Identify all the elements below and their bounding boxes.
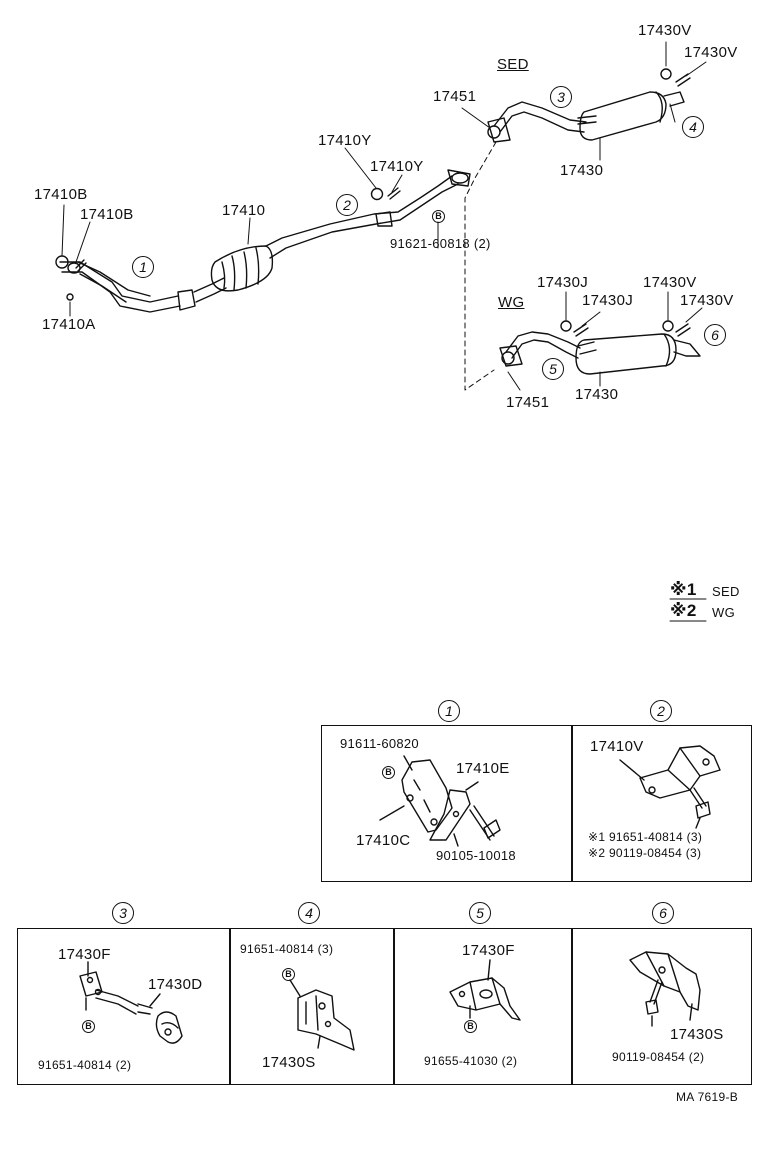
b-mark-icon: B (282, 968, 295, 981)
leader-lines (62, 42, 706, 390)
figure-code: MA 7619-B (676, 1090, 739, 1104)
detail-panel-divider (571, 928, 573, 1085)
part-label-90119-08454: ※2 90119-08454 (3) (588, 846, 702, 860)
part-label-17410: 17410 (222, 202, 266, 219)
wg-tailpipe-drawing (500, 321, 700, 374)
ref-circle-1: 1 (132, 256, 154, 278)
gasket-17410Y-shape (372, 189, 383, 200)
part-label-17410Y: 17410Y (370, 158, 424, 175)
part-label-17430: 17430 (560, 162, 604, 179)
part-label-17430S: 17430S (670, 1026, 724, 1043)
detail-4-drawing (290, 980, 354, 1050)
legend-note-2: ※2 (670, 601, 697, 620)
part-label-17430V: 17430V (680, 292, 734, 309)
legend-text-sed: SED (712, 584, 740, 599)
detail-6-drawing (630, 952, 700, 1026)
dashed-alignment-line (465, 142, 496, 390)
part-label-17410B: 17410B (80, 206, 134, 223)
b-mark-icon: B (82, 1020, 95, 1033)
variant-wg-label: WG (498, 294, 525, 311)
legend-note-1: ※1 (670, 580, 697, 599)
b-mark-icon: B (432, 210, 445, 223)
detail-1-drawing (380, 756, 500, 846)
part-label-90105-10018: 90105-10018 (436, 848, 516, 863)
part-label-17410B: 17410B (34, 186, 88, 203)
ref-circle-5: 5 (542, 358, 564, 380)
part-label-17430J: 17430J (582, 292, 634, 309)
part-label-17430J: 17430J (537, 274, 589, 291)
b-mark-icon: B (464, 1020, 477, 1033)
nut-17410B-shape (76, 260, 86, 271)
part-label-17410Y: 17410Y (318, 132, 372, 149)
ref-circle-6: 6 (704, 324, 726, 346)
part-label-17430V: 17430V (684, 44, 738, 61)
center-pipe-drawing (194, 170, 470, 302)
front-pipe-drawing (56, 256, 195, 312)
part-label-91655-41030: 91655-41030 (2) (424, 1054, 518, 1068)
detail-1-number: 1 (438, 700, 460, 722)
detail-panel-upper (321, 725, 752, 882)
legend-text-wg: WG (712, 605, 735, 620)
part-label-91651-40814: 91651-40814 (2) (38, 1058, 132, 1072)
part-label-91621-60818: 91621-60818 (2) (390, 236, 491, 251)
detail-2-drawing (620, 746, 720, 828)
sed-tailpipe-drawing (488, 69, 690, 142)
part-label-17430V: 17430V (643, 274, 697, 291)
part-label-17430S: 17430S (262, 1054, 316, 1071)
ref-circle-3: 3 (550, 86, 572, 108)
part-label-91651-40814: 91651-40814 (3) (240, 942, 334, 956)
b-mark-icon: B (382, 766, 395, 779)
detail-panel-divider (571, 725, 573, 882)
part-label-17430V: 17430V (638, 22, 692, 39)
part-label-17451: 17451 (506, 394, 550, 411)
part-label-17410V: 17410V (590, 738, 644, 755)
detail-3-drawing (80, 962, 182, 1043)
bolt-17410Y-shape (388, 188, 400, 199)
detail-3-number: 3 (112, 902, 134, 924)
ref-circle-2: 2 (336, 194, 358, 216)
variant-sed-label: SED (497, 56, 529, 73)
detail-panel-divider (393, 928, 395, 1085)
part-label-17410E: 17410E (456, 760, 510, 777)
detail-4-number: 4 (298, 902, 320, 924)
part-label-90119-08454: 90119-08454 (2) (612, 1050, 705, 1064)
part-label-17430F: 17430F (58, 946, 111, 963)
part-label-17430D: 17430D (148, 976, 203, 993)
part-label-91651-40814: ※1 91651-40814 (3) (588, 830, 703, 844)
part-label-17430: 17430 (575, 386, 619, 403)
detail-panel-lower (17, 928, 752, 1085)
detail-5-drawing (450, 960, 520, 1020)
detail-panel-divider (229, 928, 231, 1085)
detail-5-number: 5 (469, 902, 491, 924)
part-label-17430F: 17430F (462, 942, 515, 959)
part-label-91611-60820: 91611-60820 (340, 736, 419, 751)
part-label-17410C: 17410C (356, 832, 411, 849)
detail-2-number: 2 (650, 700, 672, 722)
part-label-17451: 17451 (433, 88, 477, 105)
legend-underlines (670, 599, 706, 621)
part-label-17410A: 17410A (42, 316, 96, 333)
ref-circle-4: 4 (682, 116, 704, 138)
detail-6-number: 6 (652, 902, 674, 924)
